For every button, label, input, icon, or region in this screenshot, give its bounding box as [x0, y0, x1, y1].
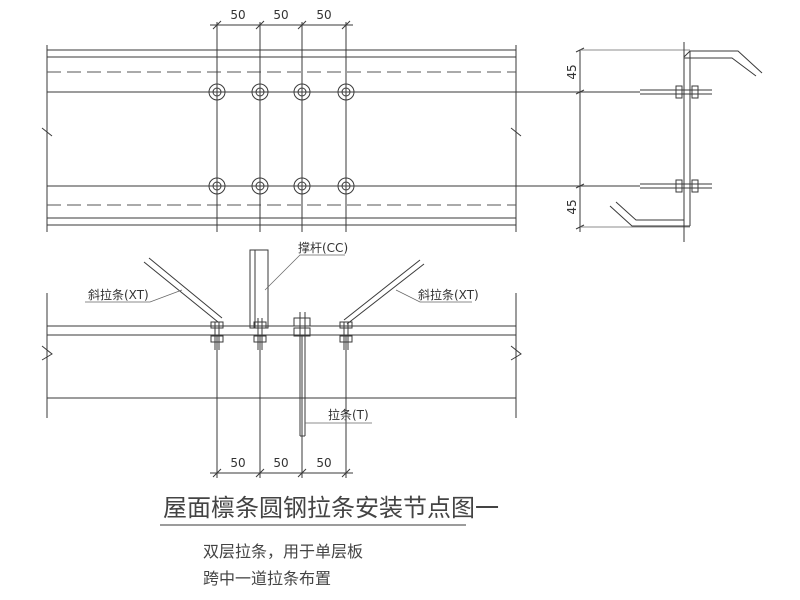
bottom-dim-3: 50	[316, 456, 331, 470]
left-break-mark	[41, 127, 53, 137]
bolt-hole	[212, 181, 222, 191]
nut	[339, 321, 353, 329]
bottom-dim-2: 50	[273, 456, 288, 470]
dim-tick	[255, 20, 265, 30]
strut-label: 撑杆(CC)	[298, 240, 348, 255]
bolt-washer	[251, 177, 269, 195]
drawing-title: 屋面檩条圆钢拉条安装节点图一	[163, 494, 499, 522]
bolt-hole	[255, 181, 265, 191]
right-break-mark	[510, 127, 522, 137]
purlin-bottom-flange-inner	[615, 201, 684, 221]
strut-leader	[264, 254, 345, 291]
diag-left-leader	[85, 289, 183, 303]
diagonal-tie-left	[143, 261, 219, 323]
purlin-top-flange	[683, 50, 763, 74]
diagonal-tie-left	[148, 257, 223, 319]
dim-tick	[341, 468, 351, 478]
dim-tick	[297, 20, 307, 30]
nut	[293, 317, 311, 327]
note-line-2: 跨中一道拉条布置	[203, 569, 331, 588]
bolt-row-lower	[208, 177, 355, 195]
nut	[339, 335, 353, 343]
dim-tick	[575, 183, 585, 189]
tie-label: 拉条(T)	[328, 407, 369, 422]
bolt-hole	[297, 181, 307, 191]
diagonal-tie-right	[346, 263, 425, 325]
purlin-bottom-flange	[609, 205, 690, 227]
top-dim-1: 50	[230, 8, 245, 22]
dim-tick	[575, 89, 585, 95]
bolt-washer	[293, 83, 311, 101]
bottom-dim-1: 50	[230, 456, 245, 470]
dim-tick	[255, 468, 265, 478]
left-break-mark	[41, 345, 53, 361]
strut-cc	[249, 249, 269, 329]
right-break-mark	[510, 345, 522, 361]
side-dim-upper: 45	[565, 64, 579, 79]
title-block: 屋面檩条圆钢拉条安装节点图一 双层拉条，用于单层板 跨中一道拉条布置	[160, 494, 499, 588]
dim-tick	[212, 468, 222, 478]
bolt-washer	[208, 83, 226, 101]
bolt-hole	[341, 87, 351, 97]
bolt-hole	[255, 87, 265, 97]
purlin-section-view: 45 45	[565, 42, 763, 242]
top-dim-2: 50	[273, 8, 288, 22]
dim-tick	[297, 468, 307, 478]
bolt-hole	[212, 87, 222, 97]
dim-tick	[212, 20, 222, 30]
bolt-washer	[293, 177, 311, 195]
diag-right-leader	[395, 289, 472, 303]
nut	[253, 335, 267, 343]
nut	[210, 335, 224, 343]
nut	[675, 179, 683, 193]
bolt-washer	[208, 177, 226, 195]
side-dim-lower: 45	[565, 199, 579, 214]
elevation-view: 撑杆(CC) 斜拉条(XT) 斜拉条(XT) 拉条(T) 50 50 50	[41, 240, 522, 478]
diagonal-tie-right	[343, 259, 421, 321]
note-line-1: 双层拉条，用于单层板	[203, 542, 363, 561]
nut	[253, 321, 267, 329]
bolt-washer	[337, 177, 355, 195]
diag-left-label: 斜拉条(XT)	[88, 287, 149, 302]
purlin-top-flange-inner	[684, 57, 757, 77]
bolt-hole	[297, 87, 307, 97]
nut	[675, 85, 683, 99]
bolt-washer	[337, 83, 355, 101]
bolt-hole	[341, 181, 351, 191]
diag-right-label: 斜拉条(XT)	[418, 287, 479, 302]
top-plan-view: 50 50 50	[41, 8, 640, 232]
dim-tick	[341, 20, 351, 30]
bolt-row-upper	[208, 83, 355, 101]
nut	[691, 85, 699, 99]
nut	[691, 179, 699, 193]
bolt-washer	[251, 83, 269, 101]
nut	[293, 327, 311, 337]
nut	[210, 321, 224, 329]
top-dim-3: 50	[316, 8, 331, 22]
